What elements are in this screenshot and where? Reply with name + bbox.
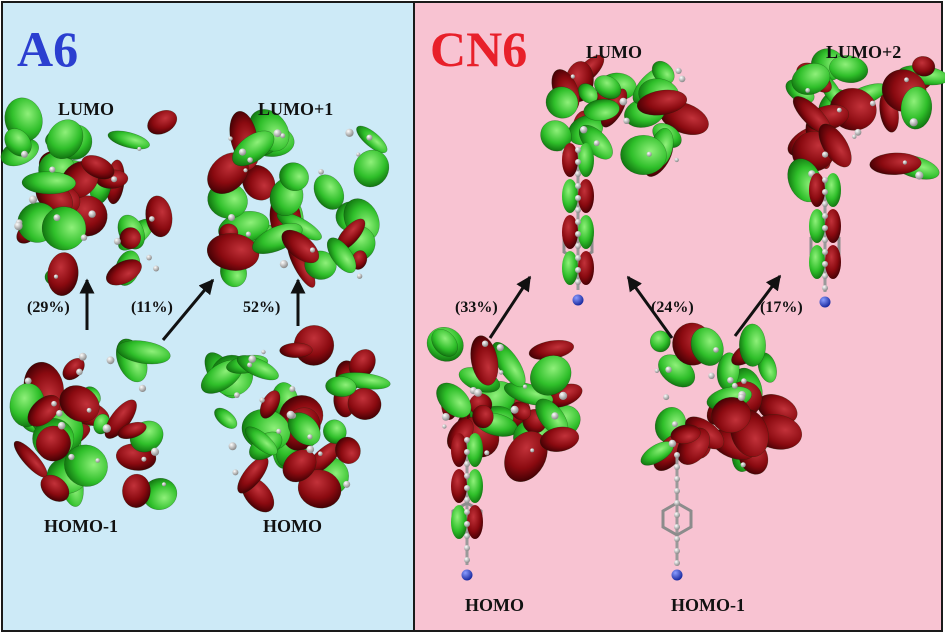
a6-transition-homo-minus-1-to-lumo: (29%) xyxy=(27,299,70,316)
a6-transition-homo-to-lumo-plus-1: 52%) xyxy=(243,299,281,316)
a6-transition-homo-to-lumo: (11%) xyxy=(131,299,173,316)
a6-title: A6 xyxy=(17,21,79,77)
cn6-panel xyxy=(413,1,943,632)
cn6-homo-label: HOMO xyxy=(465,595,524,615)
cn6-title: CN6 xyxy=(430,21,528,77)
a6-panel xyxy=(1,1,415,632)
a6-lumo-label: LUMO xyxy=(58,99,114,119)
a6-lumo-plus-1-label: LUMO+1 xyxy=(258,99,334,119)
cn6-lumo-plus-2-label: LUMO+2 xyxy=(826,42,902,62)
a6-homo-minus-1-label: HOMO-1 xyxy=(44,516,118,536)
a6-homo-label: HOMO xyxy=(263,516,322,536)
cn6-homo-minus-1-label: HOMO-1 xyxy=(671,595,745,615)
cn6-lumo-label: LUMO xyxy=(586,42,642,62)
cn6-transition-homo-minus-1-to-lumo-plus-2: (17%) xyxy=(760,299,803,316)
cn6-transition-homo-minus-1-to-lumo: (24%) xyxy=(651,299,694,316)
cn6-transition-homo-to-lumo: (33%) xyxy=(455,299,498,316)
